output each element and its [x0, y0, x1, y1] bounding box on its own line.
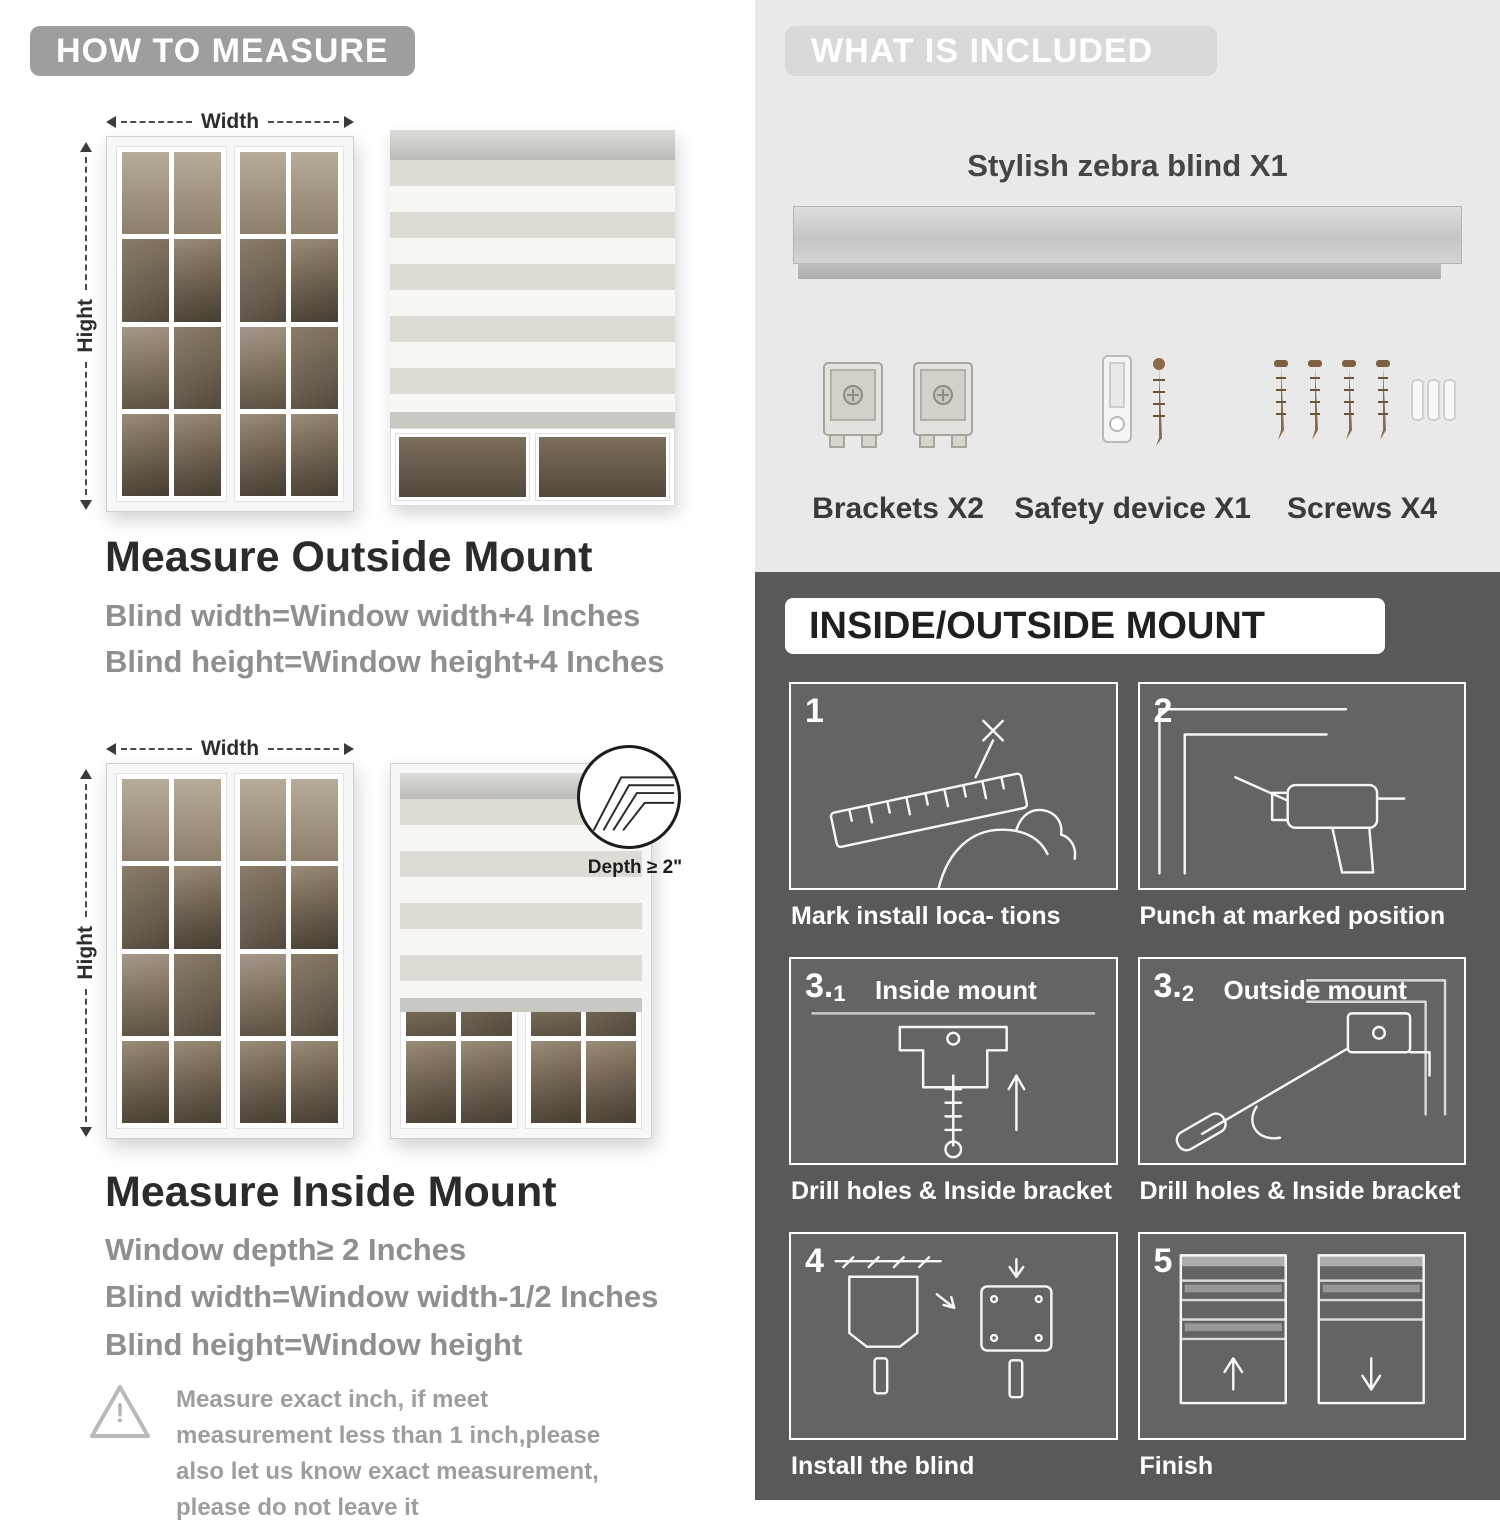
arrow-down-icon	[80, 500, 92, 510]
outside-bracket-illustration	[1175, 979, 1446, 1152]
width-label: Width	[200, 110, 260, 133]
depth-callout-circle	[577, 745, 681, 849]
step-5-caption: Finish	[1139, 1452, 1214, 1480]
outside-mount-rule-1: Blind width=Window width+4 Inches	[105, 598, 641, 633]
outside-mount-rule-2: Blind height=Window height+4 Inches	[105, 644, 665, 679]
measure-note: ! Measure exact inch, if meet measuremen…	[88, 1382, 668, 1526]
blind-headrail	[390, 130, 675, 160]
step-2-panel: 2	[1137, 682, 1466, 890]
zebra-blind-item-label: Stylish zebra blind X1	[967, 148, 1288, 183]
step-5: 5	[1137, 1232, 1466, 1507]
step-2: 2 Punch at marked position	[1137, 682, 1466, 957]
outside-mount-illustration: Width Hight	[72, 108, 682, 518]
arrow-left-icon	[106, 743, 116, 755]
arrow-down-icon	[80, 1127, 92, 1137]
warning-exclamation: !	[115, 1398, 125, 1428]
screws-label: Screws X4	[1286, 492, 1438, 525]
warning-triangle-icon: !	[88, 1382, 152, 1442]
width-arrow: Width	[106, 737, 354, 761]
window-sash	[116, 773, 227, 1129]
window-sash	[233, 773, 344, 1129]
finish-illustration	[1179, 1254, 1425, 1405]
inside-mount-illustration: Width Hight	[72, 735, 692, 1155]
height-label: Hight	[74, 299, 97, 353]
step-3-1-caption: Drill holes & Inside bracket	[791, 1177, 1112, 1205]
step-1-panel: 1	[789, 682, 1118, 890]
inside-outside-mount-section: INSIDE/OUTSIDE MOUNT 1	[755, 572, 1500, 1500]
screws-icon	[1262, 330, 1462, 480]
step-4: 4	[789, 1232, 1118, 1507]
what-is-included-section: WHAT IS INCLUDED Stylish zebra blind X1	[755, 0, 1500, 572]
right-column: WHAT IS INCLUDED Stylish zebra blind X1	[755, 0, 1500, 1500]
step-3-1-panel: 3.1 Inside mount	[789, 957, 1118, 1165]
window-sash	[233, 146, 344, 502]
included-items-row: Brackets X2 Safety device X1	[791, 330, 1464, 526]
step-5-panel: 5	[1137, 1232, 1466, 1440]
install-blind-illustration	[834, 1256, 1053, 1399]
brackets-icon	[816, 330, 980, 480]
window-below-blind	[390, 428, 675, 506]
window-illustration	[106, 136, 354, 512]
mount-steps-grid: 1 Mark install loca- tions	[789, 682, 1466, 1507]
step-1: 1 Mark install loca- tions	[789, 682, 1118, 957]
outside-mount-title: Measure Outside Mount	[105, 533, 593, 581]
safety-device-label: Safety device X1	[1014, 492, 1251, 525]
included-item-safety-device: Safety device X1	[1005, 330, 1260, 526]
safety-device-icon	[1073, 330, 1193, 480]
window-sash	[116, 146, 227, 502]
inside-bracket-illustration	[811, 1012, 1096, 1159]
step-3-2-caption: Drill holes & Inside bracket	[1139, 1177, 1461, 1205]
arrow-up-icon	[80, 142, 92, 152]
width-arrow: Width	[106, 110, 354, 134]
how-to-measure-badge: HOW TO MEASURE	[30, 26, 415, 76]
mark-locations-illustration	[829, 719, 1077, 888]
window-illustration	[106, 763, 354, 1139]
outside-mount-label: Outside mount	[1223, 975, 1407, 1005]
drill-illustration	[1157, 708, 1405, 875]
what-is-included-badge: WHAT IS INCLUDED	[785, 26, 1217, 76]
window-corner-depth-icon	[592, 776, 675, 831]
arrow-right-icon	[344, 116, 354, 128]
depth-label: Depth ≥ 2"	[587, 857, 683, 878]
how-to-measure-section: HOW TO MEASURE Width Hight	[0, 0, 740, 1521]
inside-mount-title: Measure Inside Mount	[105, 1168, 557, 1216]
arrow-left-icon	[106, 116, 116, 128]
inside-mount-rule-3: Blind height=Window height	[105, 1327, 523, 1362]
zebra-blind-headrail-image	[793, 206, 1462, 279]
arrow-right-icon	[344, 743, 354, 755]
step-3-1: 3.1 Inside mount Drill holes & Ins	[789, 957, 1118, 1232]
inside-mount-label: Inside mount	[875, 975, 1037, 1005]
brackets-label: Brackets X2	[812, 492, 984, 525]
step-4-panel: 4	[789, 1232, 1118, 1440]
step-1-caption: Mark install loca- tions	[791, 902, 1061, 930]
height-label: Hight	[74, 926, 97, 980]
inside-mount-rule-2: Blind width=Window width-1/2 Inches	[105, 1279, 659, 1314]
included-item-screws: Screws X4	[1260, 330, 1464, 526]
step-4-caption: Install the blind	[791, 1452, 975, 1480]
zebra-blind-outside-illustration	[390, 130, 675, 506]
inside-mount-rule-1: Window depth≥ 2 Inches	[105, 1232, 467, 1267]
step-2-caption: Punch at marked position	[1139, 902, 1446, 930]
arrow-up-icon	[80, 769, 92, 779]
blind-bottomrail	[400, 998, 642, 1013]
inside-outside-mount-badge: INSIDE/OUTSIDE MOUNT	[785, 598, 1385, 654]
height-arrow: Hight	[74, 769, 98, 1137]
blind-stripes	[390, 160, 675, 412]
blind-bottomrail	[390, 412, 675, 428]
height-arrow: Hight	[74, 142, 98, 510]
measure-note-text: Measure exact inch, if meet measurement …	[176, 1386, 601, 1521]
included-item-brackets: Brackets X2	[791, 330, 1005, 526]
step-3-2: 3.2 Outside mount Dr	[1137, 957, 1466, 1232]
step-3-2-panel: 3.2 Outside mount	[1137, 957, 1466, 1165]
width-label: Width	[200, 737, 260, 760]
